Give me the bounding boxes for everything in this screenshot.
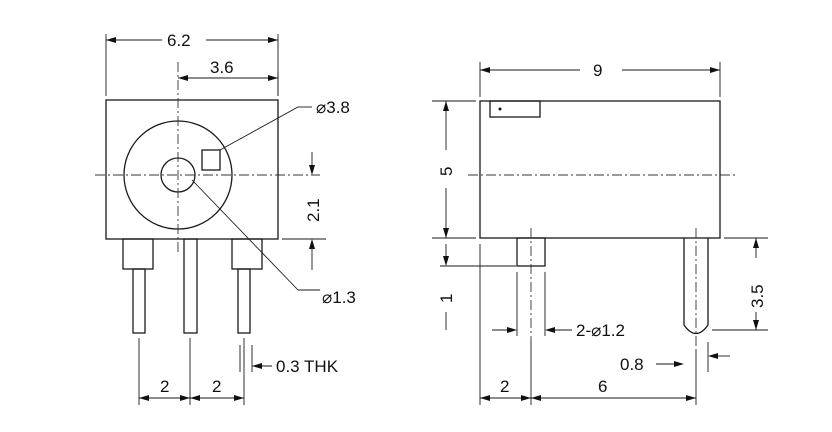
- label-pin-offset: 0.8: [620, 355, 644, 374]
- label-pin-standoff: 1: [437, 294, 456, 303]
- side-body: [479, 100, 721, 239]
- label-length: 9: [593, 61, 602, 80]
- leader-outer-diameter: ⌀3.8: [219, 98, 350, 151]
- label-height: 5: [437, 167, 456, 176]
- dim-bottom-row: 2 6: [479, 244, 697, 405]
- dim-pin-standoff: 1: [437, 244, 516, 330]
- pin-right: [237, 268, 251, 334]
- pin-left-shoulder: [122, 238, 154, 270]
- dim-height: 5: [432, 100, 476, 239]
- label-dim-first: 2: [500, 377, 509, 396]
- dim-center-height: 2.1: [282, 152, 326, 270]
- dim-overall-width: 6.2: [105, 31, 279, 96]
- pin-right-shoulder: [231, 238, 263, 270]
- label-overall-width: 6.2: [167, 31, 191, 50]
- leader-inner-diameter: ⌀1.3: [191, 179, 356, 307]
- dim-length: 9: [479, 61, 721, 97]
- dim-pin-length: 3.5: [712, 237, 768, 331]
- dim-offset-to-center: 3.6: [178, 58, 279, 96]
- label-pin-pitch-left: 2: [160, 377, 169, 396]
- pin-middle: [183, 238, 198, 334]
- label-pin-length: 3.5: [748, 284, 767, 308]
- label-dim-pitch: 6: [598, 377, 607, 396]
- dim-pin-offset: 0.8: [620, 342, 730, 374]
- label-outer-diameter: ⌀3.8: [316, 98, 350, 117]
- side-pin-long: [683, 238, 709, 335]
- dim-pin-spec: 2-⌀1.2: [492, 272, 625, 340]
- side-pins: [516, 228, 709, 350]
- label-pin-thickness: 0.3 THK: [276, 357, 339, 376]
- label-offset-to-center: 3.6: [210, 58, 234, 77]
- dim-pin-pitch: 2 2: [138, 338, 245, 405]
- dim-pin-thickness: 0.3 THK: [239, 345, 339, 376]
- label-inner-diameter: ⌀1.3: [322, 288, 356, 307]
- label-pin-pitch-right: 2: [212, 377, 221, 396]
- side-view: 9 5 1 3.5: [432, 61, 768, 405]
- front-body: [105, 99, 279, 240]
- side-notch: [489, 100, 541, 118]
- label-pin-spec: 2-⌀1.2: [576, 321, 625, 340]
- notch: [201, 149, 221, 171]
- label-center-height: 2.1: [304, 198, 323, 222]
- pin-left: [132, 268, 146, 334]
- front-pins: [122, 238, 263, 334]
- front-view: 6.2 3.6 ⌀3.8 ⌀1.3 2.1: [95, 31, 356, 405]
